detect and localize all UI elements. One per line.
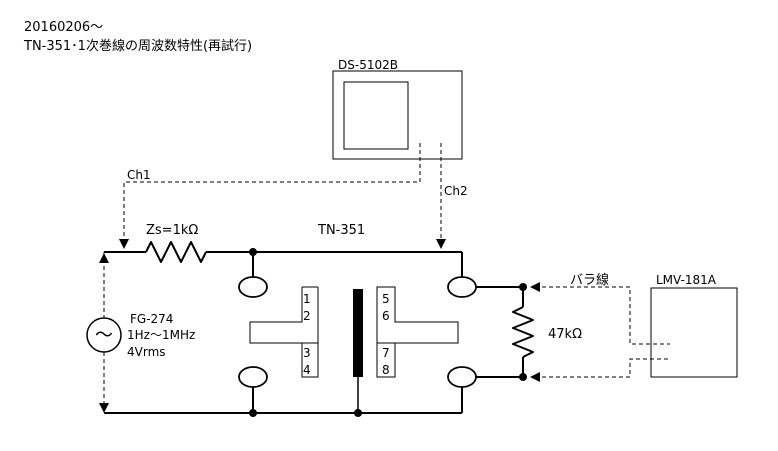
meter-body [650, 287, 738, 378]
pin-label: 7 [382, 346, 390, 360]
meter-label: LMV-181A [656, 273, 717, 287]
header-date: 20160206～ [24, 20, 103, 35]
pin-label: 6 [382, 309, 390, 323]
transformer-core [353, 289, 363, 377]
gen-tilde-symbol: ～ [95, 325, 113, 346]
pin-label: 8 [382, 363, 390, 377]
gen-up-arrowhead [99, 253, 109, 263]
pin-label: 1 [303, 292, 311, 306]
ch1-probe-wire [123, 143, 421, 240]
gen-range: 1Hz～1MHz [127, 328, 195, 342]
cable-arrowhead-bottom [530, 372, 540, 382]
scope-screen [343, 81, 409, 150]
gen-down-arrowhead [99, 403, 109, 413]
terminal-lug-5 [447, 276, 477, 298]
junction-dot [519, 373, 527, 381]
pin-label: 5 [382, 292, 390, 306]
primary-block-upper [249, 287, 319, 344]
junction-dot [249, 248, 257, 256]
terminal-group [238, 276, 477, 388]
ch2-label: Ch2 [444, 184, 468, 198]
load-resistor-label: 47kΩ [548, 327, 582, 342]
cable-arrowhead-top [530, 282, 540, 292]
sec-bottom-wire [472, 357, 524, 378]
pin-label: 3 [303, 346, 311, 360]
meter-cable-top [535, 286, 670, 345]
sec-top-wire [472, 286, 524, 307]
ch1-label: Ch1 [127, 168, 151, 182]
terminal-lug-8 [447, 366, 477, 388]
scope-label: DS-5102B [338, 58, 398, 72]
oscilloscope: DS-5102B [332, 58, 463, 160]
header-title: TN-351･1次巻線の周波数特性(再試行) [23, 38, 252, 54]
transformer-label: TN-351 [317, 223, 365, 238]
terminal-lug-1 [238, 276, 268, 298]
ch2-arrowhead [436, 239, 446, 249]
pin-label: 4 [303, 363, 311, 377]
ac-voltmeter: LMV-181A [650, 273, 738, 378]
source-resistor-label: Zs=1kΩ [146, 223, 198, 238]
pin-label: 2 [303, 309, 311, 323]
gen-name: FG-274 [130, 312, 173, 326]
secondary-block-lower [376, 342, 396, 378]
source-resistor-symbol [145, 241, 207, 263]
junction-dot [519, 283, 527, 291]
ch1-arrowhead [119, 239, 129, 249]
junction-dot [249, 409, 257, 417]
function-generator: ～ FG-274 1Hz～1MHz 4Vrms [86, 252, 195, 413]
cable-label: バラ線 [570, 272, 609, 288]
meter-cable-bottom [535, 358, 670, 378]
terminal-lug-4 [238, 366, 268, 388]
scope-body [332, 70, 463, 160]
load-resistor-symbol [512, 306, 534, 358]
gen-level: 4Vrms [127, 345, 166, 359]
gen-source-circle [86, 317, 122, 353]
